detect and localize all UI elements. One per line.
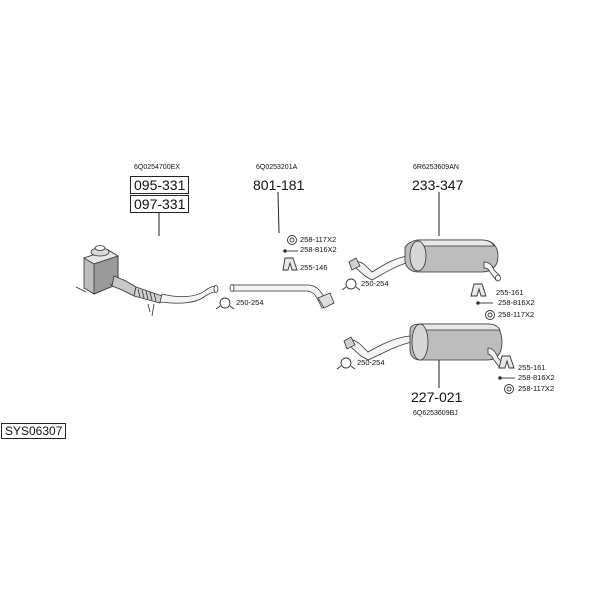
clamp-icon[interactable] xyxy=(215,297,235,310)
bolt-icon[interactable] xyxy=(283,249,298,253)
middle-oem-number: 6Q0253201A xyxy=(256,164,298,171)
ring-icon[interactable] xyxy=(287,235,297,245)
front-oem-number: 6Q0254700EX xyxy=(134,164,180,171)
middle-fitting-hanger[interactable]: 255-146 xyxy=(300,263,328,272)
rubber-hanger-icon[interactable] xyxy=(282,257,298,271)
bolt-icon[interactable] xyxy=(498,376,515,380)
rear-lower-fitting-ring[interactable]: 258-117X2 xyxy=(518,384,555,393)
rubber-hanger-icon[interactable] xyxy=(470,283,487,297)
middle-clamp-part-number[interactable]: 250-254 xyxy=(361,279,389,288)
rear-upper-fitting-bolt[interactable]: 258-816X2 xyxy=(498,298,535,307)
rear-lower-part-number[interactable]: 227-021 xyxy=(411,389,463,405)
ring-icon[interactable] xyxy=(504,384,514,394)
rear-lower-clamp-part-number[interactable]: 250-254 xyxy=(357,358,385,367)
middle-fitting-ring[interactable]: 258-117X2 xyxy=(300,235,337,244)
rear-upper-part-number[interactable]: 233-347 xyxy=(412,177,464,193)
leader-middle xyxy=(277,191,280,234)
rear-silencer-lower-part[interactable] xyxy=(343,323,505,369)
rear-lower-fitting-bolt[interactable]: 258-816X2 xyxy=(518,373,555,382)
rear-upper-fitting-ring[interactable]: 258-117X2 xyxy=(498,310,535,319)
front-part-number-1[interactable]: 095-331 xyxy=(130,176,190,194)
rear-silencer-upper-part[interactable] xyxy=(348,239,501,282)
clamp-icon[interactable] xyxy=(336,357,356,370)
front-part-number-2[interactable]: 097-331 xyxy=(130,195,190,213)
rear-upper-oem-number: 6R6253609AN xyxy=(413,164,459,171)
rubber-hanger-icon[interactable] xyxy=(498,355,515,369)
bolt-icon[interactable] xyxy=(476,301,493,305)
rear-upper-fitting-hanger[interactable]: 255-161 xyxy=(496,288,524,297)
ring-icon[interactable] xyxy=(485,310,495,320)
front-clamp-part-number[interactable]: 250-254 xyxy=(236,298,264,307)
middle-part-number[interactable]: 801-181 xyxy=(253,177,305,193)
rear-lower-oem-number: 6Q6253609BJ xyxy=(413,410,458,417)
middle-pipe-part[interactable] xyxy=(229,284,335,309)
middle-fitting-bolt[interactable]: 258-816X2 xyxy=(300,245,337,254)
clamp-icon[interactable] xyxy=(341,278,361,291)
rear-lower-fitting-hanger[interactable]: 255-161 xyxy=(518,363,546,372)
system-code-label: SYS06307 xyxy=(1,423,67,439)
catalytic-converter-part[interactable] xyxy=(75,245,219,317)
